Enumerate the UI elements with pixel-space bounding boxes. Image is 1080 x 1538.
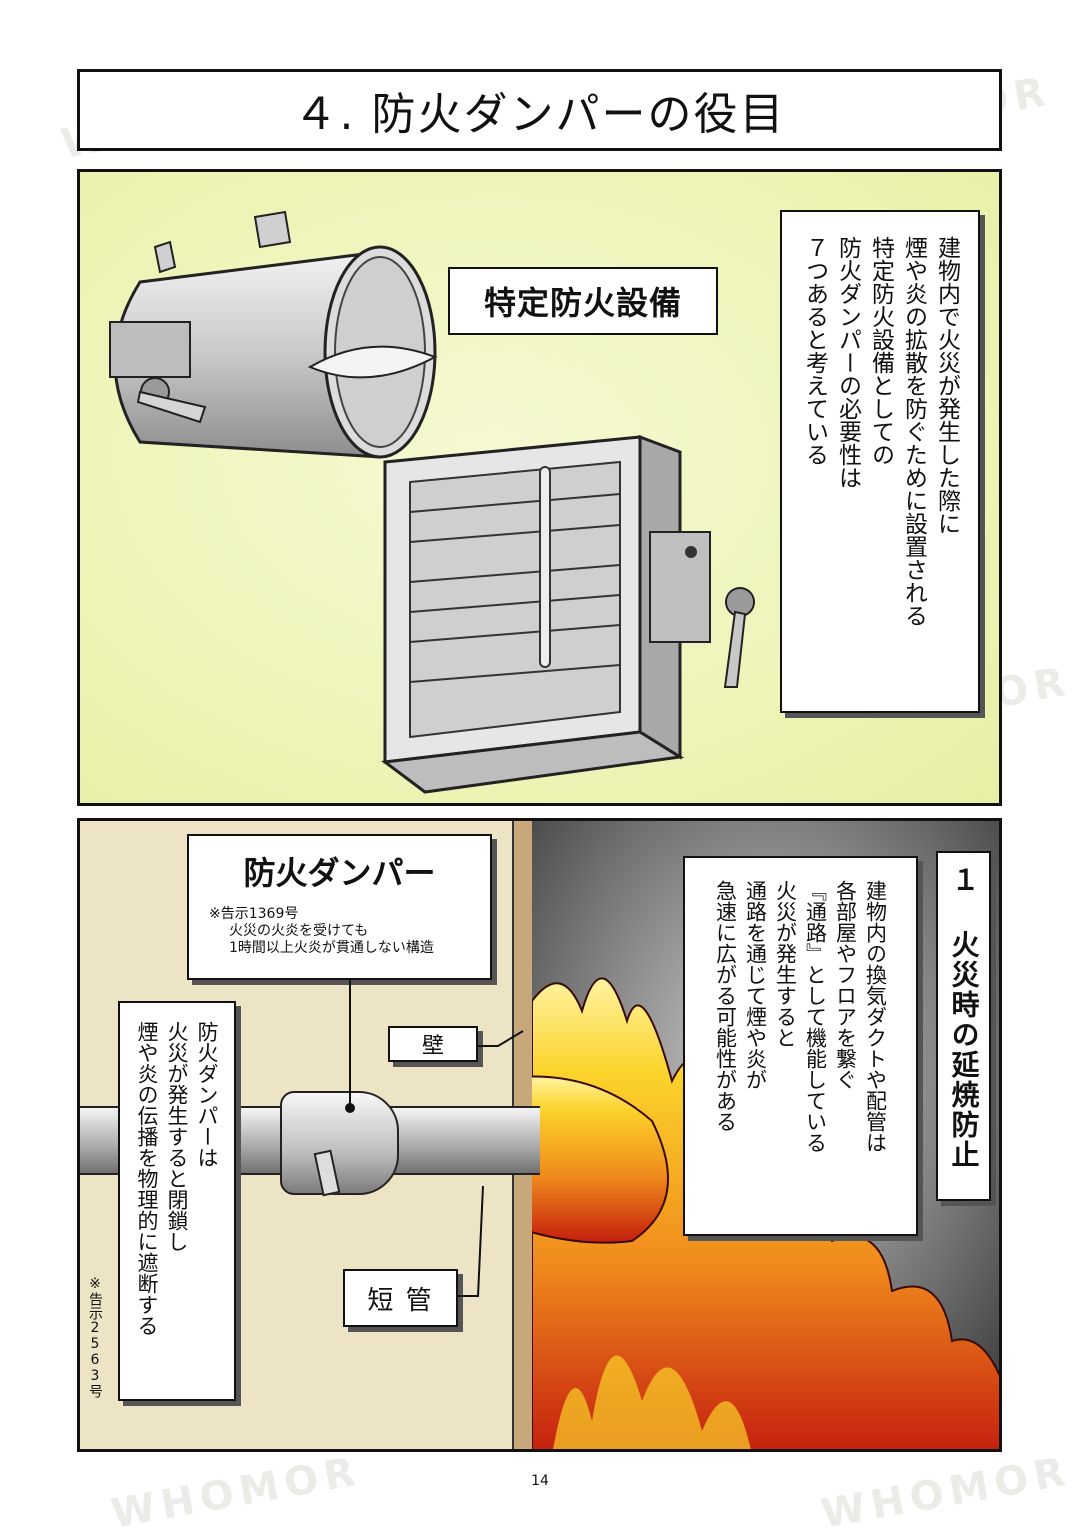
- fire-damper-label: 防火ダンパー: [243, 854, 436, 892]
- wall-label: 壁: [421, 1034, 444, 1059]
- damper-function-text: 火災が発生すると閉鎖し: [165, 1021, 189, 1252]
- panel1-text-line: ７つあると考えている: [801, 236, 828, 466]
- specified-fire-equipment-label: 特定防火設備: [448, 267, 718, 335]
- page-number: 14: [531, 1473, 549, 1489]
- notice-1369-note: 1時間以上火炎が貫通しない構造: [229, 940, 434, 956]
- panel1-text-line: 煙や炎の拡散を防ぐために設置される: [900, 236, 927, 627]
- damper-function-box: 防火ダンパーは 火災が発生すると閉鎖し 煙や炎の伝播を物理的に遮断する: [118, 1001, 236, 1401]
- fire-spread-text: 各部屋やフロアを繋ぐ: [833, 880, 858, 1090]
- wall-pointer-line: [478, 1030, 524, 1047]
- fire-damper-label-box: 防火ダンパー ※告示1369号 火災の火炎を受けても 1時間以上火炎が貫通しない…: [187, 834, 492, 980]
- pipe-pointer-line: [458, 1186, 484, 1297]
- notice-2563-note: ※告示2563号: [87, 1276, 103, 1398]
- notice-1369-note: ※告示1369号: [209, 906, 299, 922]
- section-heading-box: １ 火災時の延焼防止: [936, 851, 991, 1201]
- fire-spread-text: 建物内の換気ダクトや配管は: [863, 880, 888, 1153]
- notice-1369-note: 火災の火炎を受けても: [229, 923, 369, 939]
- damper-pointer-line: [345, 980, 355, 1113]
- fire-damper-body: [280, 1091, 399, 1195]
- page-title: ４. 防火ダンパーの役目: [293, 89, 786, 140]
- panel-specified-fire-equipment: 特定防火設備 建物内で火災が発生した際に 煙や炎の拡散を防ぐために設置される 特…: [77, 169, 1002, 806]
- panel1-text-line: 特定防火設備としての: [867, 236, 894, 466]
- section-heading: １ 火災時の延焼防止: [947, 865, 981, 1170]
- square-fire-damper-illustration: [381, 434, 755, 794]
- damper-function-text: 煙や炎の伝播を物理的に遮断する: [135, 1021, 159, 1336]
- panel-fire-spread-prevention: 防火ダンパー ※告示1369号 火災の火炎を受けても 1時間以上火炎が貫通しない…: [77, 818, 1002, 1452]
- fire-spread-text: 火災が発生すると: [773, 880, 798, 1048]
- page-title-box: ４. 防火ダンパーの役目: [77, 69, 1002, 151]
- damper-function-text: 防火ダンパーは: [195, 1021, 219, 1168]
- panel1-explanation-box: 建物内で火災が発生した際に 煙や炎の拡散を防ぐために設置される 特定防火設備とし…: [780, 210, 980, 713]
- short-pipe-label-box: 短 管: [343, 1269, 458, 1327]
- short-pipe-label: 短 管: [367, 1285, 434, 1316]
- fire-spread-text: 通路を通じて煙や炎が: [743, 880, 768, 1090]
- panel1-text-line: 建物内で火災が発生した際に: [933, 236, 960, 535]
- fire-spread-text: 急速に広がる可能性がある: [713, 880, 738, 1132]
- panel1-text-line: 防火ダンパーの必要性は: [834, 236, 861, 489]
- watermark: WHOMOR: [107, 1448, 365, 1538]
- wall-label-box: 壁: [388, 1026, 478, 1062]
- fire-spread-explanation-box: 建物内の換気ダクトや配管は 各部屋やフロアを繋ぐ 『通路』として機能している 火…: [683, 856, 918, 1236]
- fire-spread-text: 『通路』として機能している: [803, 880, 828, 1153]
- round-fire-damper-illustration: [109, 210, 438, 459]
- watermark: WHOMOR: [817, 1448, 1075, 1538]
